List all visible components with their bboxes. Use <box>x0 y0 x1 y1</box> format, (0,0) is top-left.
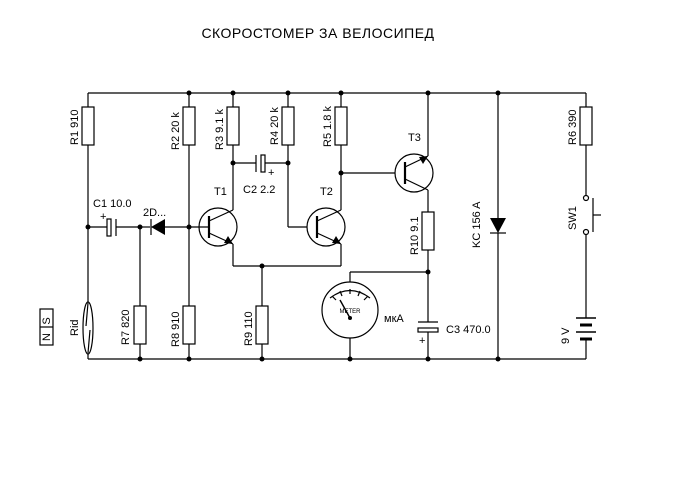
r10-label: R10 9.1 <box>409 216 421 255</box>
magnet-n-label: N <box>41 333 53 341</box>
zener-diode: KC 156 A <box>471 93 506 359</box>
resistor-r3: R3 9.1 k <box>214 93 240 210</box>
r6-label: R6 390 <box>567 110 579 145</box>
transistor-t1: T1 <box>189 186 238 247</box>
r4-label: R4 20 k <box>269 107 281 145</box>
c1-label: C1 10.0 <box>93 198 132 210</box>
c1-plus: + <box>100 211 106 223</box>
resistor-r8: R8 910 <box>170 305 196 359</box>
capacitor-c2: + C2 2.2 <box>233 154 288 196</box>
resistor-r1: R1 910 <box>69 93 95 302</box>
switch-sw1: SW1 <box>567 194 601 318</box>
battery-label: 9 V <box>560 327 572 344</box>
c3-plus: + <box>419 335 425 347</box>
magnet-s-label: S <box>41 317 53 324</box>
sw1-label: SW1 <box>567 206 579 230</box>
capacitor-c1: + C1 10.0 <box>88 198 140 237</box>
r2-label: R2 20 k <box>170 112 182 150</box>
t3-label: T3 <box>408 132 421 144</box>
c3-label: C3 470.0 <box>446 324 491 336</box>
diode-d1: 2D... <box>140 207 189 235</box>
junction-dots <box>85 90 501 362</box>
reed-switch: Rid <box>69 301 94 359</box>
r7-label: R7 820 <box>120 310 132 345</box>
transistor-t2: T2 <box>306 186 346 247</box>
magnet: S N <box>39 308 54 346</box>
battery: 9 V <box>560 317 596 359</box>
resistor-r2: R2 20 k <box>170 93 196 306</box>
resistor-r4: R4 20 k <box>269 93 317 228</box>
microammeter: METER мкА <box>321 271 428 359</box>
c2-label: C2 2.2 <box>243 184 275 196</box>
r3-label: R3 9.1 k <box>214 109 226 150</box>
resistor-r7: R7 820 <box>120 227 147 359</box>
c2-plus: + <box>268 167 274 179</box>
capacitor-c3: + C3 470.0 <box>417 321 491 359</box>
emitter-bus <box>232 244 342 267</box>
d1-label: 2D... <box>143 207 166 219</box>
r5-label: R5 1.8 k <box>322 106 334 147</box>
reed-label: Rid <box>69 319 81 336</box>
t2-label: T2 <box>320 186 333 198</box>
t1-label: T1 <box>214 186 227 198</box>
meter-unit-label: мкА <box>384 313 404 325</box>
transistor-t3: T3 <box>394 93 434 212</box>
resistor-r9: R9 110 <box>243 266 269 359</box>
resistor-r10: R10 9.1 <box>409 211 435 322</box>
zener-label: KC 156 A <box>471 201 483 248</box>
r1-label: R1 910 <box>69 110 81 145</box>
resistor-r6: R6 390 <box>567 93 593 195</box>
r9-label: R9 110 <box>243 311 255 346</box>
meter-face-label: METER <box>340 309 362 315</box>
r8-label: R8 910 <box>170 312 182 347</box>
schematic-title: СКОРОСТОМЕР ЗА ВЕЛОСИПЕД <box>201 25 434 41</box>
resistor-r5: R5 1.8 k <box>322 93 405 210</box>
